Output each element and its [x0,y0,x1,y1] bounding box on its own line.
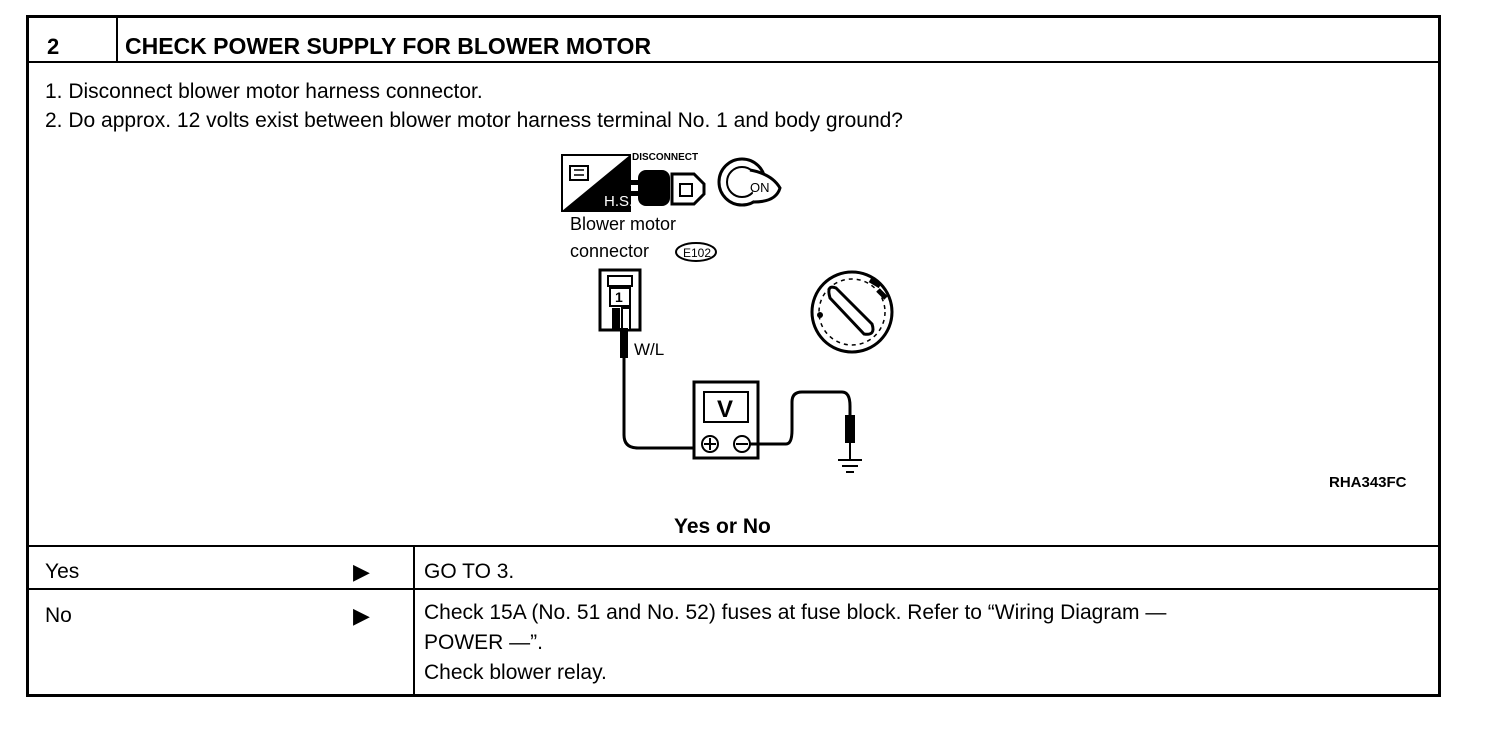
voltmeter: V [692,380,760,460]
result-no-label: No [45,604,72,627]
result-yes-label: Yes [45,560,80,583]
disconnect-icon: DISCONNECT [630,152,706,206]
results-row-divider [29,588,1438,590]
result-yes-action: GO TO 3. [424,557,1404,587]
wire-color-label: W/L [634,340,664,359]
question-label: Yes or No [674,515,771,538]
instruction-1: 1. Disconnect blower motor harness conne… [45,80,483,103]
step-title: CHECK POWER SUPPLY FOR BLOWER MOTOR [125,33,652,59]
header-divider [29,61,1438,63]
connector-code: E102 [683,246,711,260]
ground-symbol-icon [838,443,862,473]
diagnostic-procedure-table: 2 CHECK POWER SUPPLY FOR BLOWER MOTOR 1.… [26,15,1441,697]
result-no-action-line-1: Check 15A (No. 51 and No. 52) fuses at f… [424,601,1167,624]
result-yes-action-line: GO TO 3. [424,560,515,583]
probe-wire-negative [750,390,852,446]
on-label: ON [750,180,770,195]
header-column-divider [116,18,118,61]
results-top-divider [29,545,1438,547]
result-no-action-line-2: POWER —”. [424,631,543,654]
probe-wire-positive [622,358,700,450]
terminal-number: 1 [615,289,623,305]
results-column-divider [413,545,415,697]
connector-label-line2: connector [570,241,649,261]
connector-label-line1: Blower motor [570,214,676,234]
disconnect-label: DISCONNECT [632,152,698,163]
connector-code-badge: E102 [675,242,717,262]
instruction-2: 2. Do approx. 12 volts exist between blo… [45,109,903,132]
blower-fan-switch-icon [810,270,894,354]
hs-label: H.S. [604,193,633,210]
harness-side-icon: H.S. [561,154,633,212]
ground-probe [845,415,855,443]
step-number: 2 [47,34,60,59]
result-yes-arrow-icon: ▶ [353,559,370,584]
blower-motor-connector: 1 [598,268,642,358]
wiring-figure: H.S. DISCONNECT ON Blower motor connecto… [561,152,894,473]
ignition-on-icon: ON [717,157,782,207]
result-no-arrow-icon: ▶ [353,603,370,628]
result-no-action-line-3: Check blower relay. [424,661,607,684]
result-no-action: Check 15A (No. 51 and No. 52) fuses at f… [424,598,1404,688]
meter-label: V [717,396,733,423]
figure-code: RHA343FC [1329,474,1407,491]
